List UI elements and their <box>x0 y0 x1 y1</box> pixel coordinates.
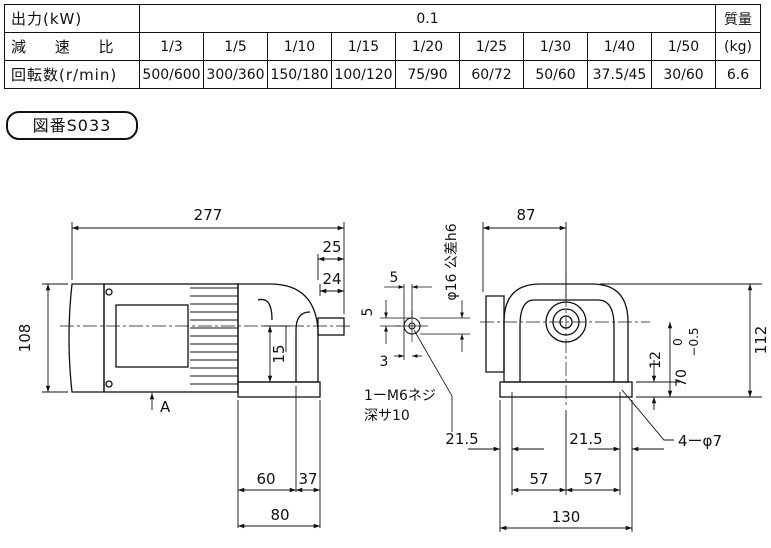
output-row: 出力(kW) 0.1 質量 <box>4 4 761 33</box>
label-key-5-v: 5 <box>360 308 376 317</box>
gearhead <box>237 283 319 383</box>
gearhead-front <box>503 283 629 383</box>
rpm-cell: 100/120 <box>331 60 396 89</box>
label-key-5-h: 5 <box>390 270 399 286</box>
rpm-cell: 50/60 <box>523 60 588 89</box>
gearhead-inner-frame <box>519 299 615 382</box>
label-21-5-left: 21.5 <box>445 430 478 448</box>
ratio-cell: 1/15 <box>331 32 396 61</box>
label-277: 277 <box>194 206 223 224</box>
label-130: 130 <box>552 508 581 526</box>
motor-behind <box>485 295 505 373</box>
drawing-number-badge: 図番S033 <box>6 111 138 140</box>
end-view <box>480 270 650 405</box>
rpm-row: 回転数(r/min) 500/600 300/360 150/180 100/1… <box>4 60 761 89</box>
mass-unit: (kg) <box>715 32 761 61</box>
label-60: 60 <box>256 470 275 488</box>
output-shaft <box>317 317 345 336</box>
label-108: 108 <box>16 324 34 353</box>
label-key-3: 3 <box>380 354 389 370</box>
mounting-base <box>237 381 321 398</box>
label-15: 15 <box>270 344 288 363</box>
side-view <box>60 283 352 398</box>
ratio-label: 減 速 比 <box>4 32 140 61</box>
label-hole-note: 4ーφ7 <box>678 432 722 450</box>
label-shaft-dia: φ16 公差h6 <box>444 223 460 300</box>
shaft-detail <box>380 284 470 432</box>
label-a: A <box>160 398 171 416</box>
label-87: 87 <box>516 206 535 224</box>
tap-leader <box>413 329 453 432</box>
label-25: 25 <box>322 238 341 256</box>
label-37: 37 <box>298 470 317 488</box>
ratio-cell: 1/30 <box>523 32 588 61</box>
gearhead-rib <box>257 298 273 321</box>
ratio-cell: 1/25 <box>459 32 524 61</box>
side-dimensions <box>42 222 345 529</box>
label-tol-0: 0 <box>671 338 685 346</box>
output-value: 0.1 <box>139 4 716 33</box>
rpm-cell: 500/600 <box>139 60 204 89</box>
rpm-cell: 75/90 <box>395 60 460 89</box>
hole-leader <box>621 389 674 441</box>
ratio-cell: 1/40 <box>587 32 652 61</box>
label-tap-note-1: 1ーM6ネジ <box>364 388 436 404</box>
rpm-cell: 60/72 <box>459 60 524 89</box>
cooling-fins <box>190 287 238 385</box>
label-70: 70 <box>674 369 690 387</box>
shaft-detail-labels: 5 5 3 φ16 公差h6 1ーM6ネジ 深サ10 <box>360 223 460 424</box>
rpm-label: 回転数(r/min) <box>4 60 140 89</box>
mass-value: 6.6 <box>715 60 761 89</box>
ratio-cell: 1/10 <box>267 32 332 61</box>
gearhead-rib <box>295 311 311 382</box>
spec-table: 出力(kW) 0.1 質量 減 速 比 1/3 1/5 1/10 1/15 1/… <box>4 4 761 89</box>
rpm-cell: 300/360 <box>203 60 268 89</box>
label-24: 24 <box>322 270 341 288</box>
motor-end-cap <box>68 283 105 393</box>
bolt-head <box>105 288 113 296</box>
label-tol-m05: −0.5 <box>687 327 701 356</box>
terminal-box <box>115 304 189 368</box>
output-label: 出力(kW) <box>4 4 140 33</box>
rpm-cell: 150/180 <box>267 60 332 89</box>
label-12: 12 <box>648 351 664 369</box>
label-21-5-right: 21.5 <box>569 430 602 448</box>
label-80: 80 <box>270 506 289 524</box>
side-dim-labels: 277 25 24 108 15 A 60 37 80 <box>16 206 342 524</box>
label-57-left: 57 <box>529 470 548 488</box>
bolt-head <box>105 380 113 388</box>
ratio-row: 減 速 比 1/3 1/5 1/10 1/15 1/20 1/25 1/30 1… <box>4 32 761 61</box>
label-112: 112 <box>752 326 770 355</box>
label-57-right: 57 <box>583 470 602 488</box>
label-tap-note-2: 深サ10 <box>364 408 410 424</box>
ratio-cell: 1/20 <box>395 32 460 61</box>
end-dim-labels: 87 112 12 70 0 −0.5 21.5 21.5 4ーφ7 57 57… <box>445 206 770 526</box>
end-dimensions <box>468 222 762 532</box>
